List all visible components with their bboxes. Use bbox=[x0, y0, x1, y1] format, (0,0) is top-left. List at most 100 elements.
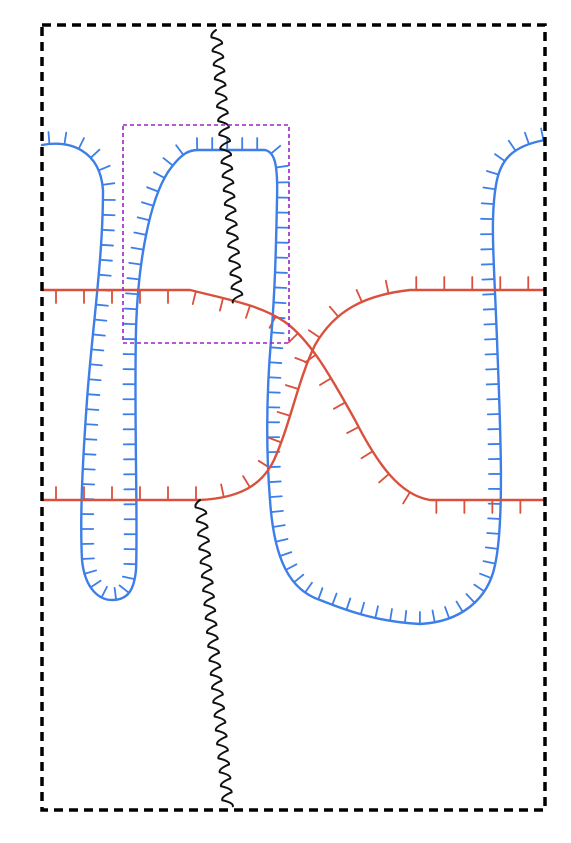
blue-curve-tick bbox=[130, 246, 145, 251]
wavy-line-lower bbox=[194, 499, 234, 808]
blue-curve-tick bbox=[113, 586, 118, 601]
red-lower-curve-tick bbox=[294, 356, 309, 364]
blue-curve-tick bbox=[267, 376, 282, 379]
red-upper-curve-tick bbox=[219, 297, 224, 312]
blue-curve-tick bbox=[122, 575, 136, 581]
blue-curve-tick bbox=[89, 579, 102, 589]
blue-curve-tick bbox=[480, 202, 495, 206]
red-upper-curve-tick bbox=[378, 473, 390, 484]
blue-curve-tick bbox=[47, 131, 51, 145]
blue-curve-tick bbox=[101, 228, 115, 232]
blue-curve-tick bbox=[524, 131, 530, 146]
blue-curve-tick bbox=[90, 348, 105, 352]
blue-curve-tick bbox=[273, 286, 288, 289]
highlight-box bbox=[122, 124, 290, 344]
blue-curve-tick bbox=[272, 524, 286, 528]
blue-curve-tick bbox=[274, 538, 289, 543]
blue-curve-tick bbox=[81, 557, 95, 560]
blue-curve-tick bbox=[482, 293, 496, 296]
blue-curve-tick bbox=[89, 148, 101, 159]
red-upper-curve-tick bbox=[332, 401, 347, 410]
blue-curve-tick bbox=[481, 278, 496, 281]
blue-curve-tick bbox=[455, 600, 464, 613]
red-lower-curve-tick bbox=[328, 305, 340, 318]
blue-curve-tick bbox=[86, 393, 101, 396]
blue-curve-tick bbox=[494, 153, 506, 162]
blue-curve-tick bbox=[482, 560, 497, 565]
blue-curve-tick bbox=[84, 423, 99, 426]
red-upper-curve-tick bbox=[191, 290, 197, 305]
red-lower-curve-tick bbox=[384, 279, 390, 295]
blue-curve-tick bbox=[482, 186, 497, 191]
red-lower-curve-tick bbox=[307, 329, 321, 339]
blue-curve-tick bbox=[97, 273, 112, 277]
blue-curve-tick bbox=[389, 608, 393, 622]
blue-curve-tick bbox=[486, 532, 501, 535]
blue-curve-tick bbox=[81, 468, 96, 471]
blue-left-loop bbox=[40, 138, 547, 626]
blue-curve-tick bbox=[279, 551, 293, 558]
blue-curve-tick bbox=[270, 331, 285, 335]
blue-curve-tick bbox=[89, 363, 103, 367]
blue-curve-tick bbox=[345, 597, 352, 611]
red-lower-curve bbox=[40, 288, 547, 502]
red-upper-curve-tick bbox=[245, 304, 251, 319]
blue-curve-tick bbox=[540, 127, 545, 142]
blue-curve-tick bbox=[100, 243, 114, 247]
blue-curve-tick bbox=[268, 361, 283, 364]
red-lower-curve-tick bbox=[242, 475, 251, 489]
blue-curve-tick bbox=[359, 601, 365, 616]
blue-curve-tick bbox=[507, 139, 517, 152]
red-lower-curve-tick bbox=[220, 483, 225, 498]
blue-curve-tick bbox=[162, 157, 174, 167]
blue-curve-tick bbox=[97, 164, 111, 172]
blue-curve-tick bbox=[136, 216, 151, 222]
blue-curve-tick bbox=[63, 131, 68, 146]
blue-curve-tick bbox=[404, 609, 408, 624]
blue-curve-tick bbox=[268, 495, 283, 499]
red-upper-curve bbox=[40, 288, 547, 502]
blue-curve-tick bbox=[293, 573, 305, 584]
blue-curve-tick bbox=[118, 584, 130, 594]
blue-curve-tick bbox=[100, 585, 108, 599]
blue-curve-tick bbox=[483, 323, 498, 326]
blue-curve-tick bbox=[87, 378, 102, 382]
blue-curve-tick bbox=[482, 308, 497, 311]
blue-curve-tick bbox=[284, 563, 298, 571]
blue-curve-tick bbox=[77, 137, 85, 150]
blue-curve-tick bbox=[272, 301, 287, 305]
blue-curve-tick bbox=[465, 593, 476, 604]
blue-curve-tick bbox=[153, 171, 166, 179]
red-upper-curve-tick bbox=[346, 426, 360, 434]
blue-curve-tick bbox=[374, 605, 379, 619]
blue-curve-tick bbox=[175, 144, 185, 156]
blue-curve-tick bbox=[473, 583, 486, 593]
red-upper-curve-tick bbox=[287, 332, 299, 344]
blue-curve-tick bbox=[92, 333, 106, 337]
red-lower-curve-tick bbox=[268, 436, 283, 444]
blue-curve-tick bbox=[83, 438, 98, 441]
blue-curve-tick bbox=[331, 592, 338, 606]
blue-curve-tick bbox=[85, 408, 100, 411]
red-upper-curve-tick bbox=[319, 377, 332, 386]
blue-curve-tick bbox=[126, 277, 141, 281]
blue-curve-tick bbox=[487, 517, 502, 520]
blue-curve-tick bbox=[83, 569, 97, 575]
blue-curve-tick bbox=[269, 346, 284, 350]
wavy-line-upper bbox=[210, 29, 244, 304]
red-lower-curve-tick bbox=[355, 289, 363, 303]
blue-curve-tick bbox=[93, 318, 108, 322]
blue-curve-tick bbox=[82, 453, 97, 456]
blue-curve-tick bbox=[304, 581, 313, 594]
red-lower-curve-tick bbox=[285, 384, 300, 390]
blue-curve-tick bbox=[99, 258, 113, 262]
blue-curve-tick bbox=[95, 303, 109, 307]
blue-curve-tick bbox=[444, 606, 451, 620]
blue-curve-tick bbox=[275, 164, 289, 169]
blue-curve-tick bbox=[101, 182, 116, 186]
hatch-layer bbox=[47, 127, 545, 625]
outer-frame bbox=[40, 23, 547, 812]
blue-curve-tick bbox=[146, 186, 160, 193]
